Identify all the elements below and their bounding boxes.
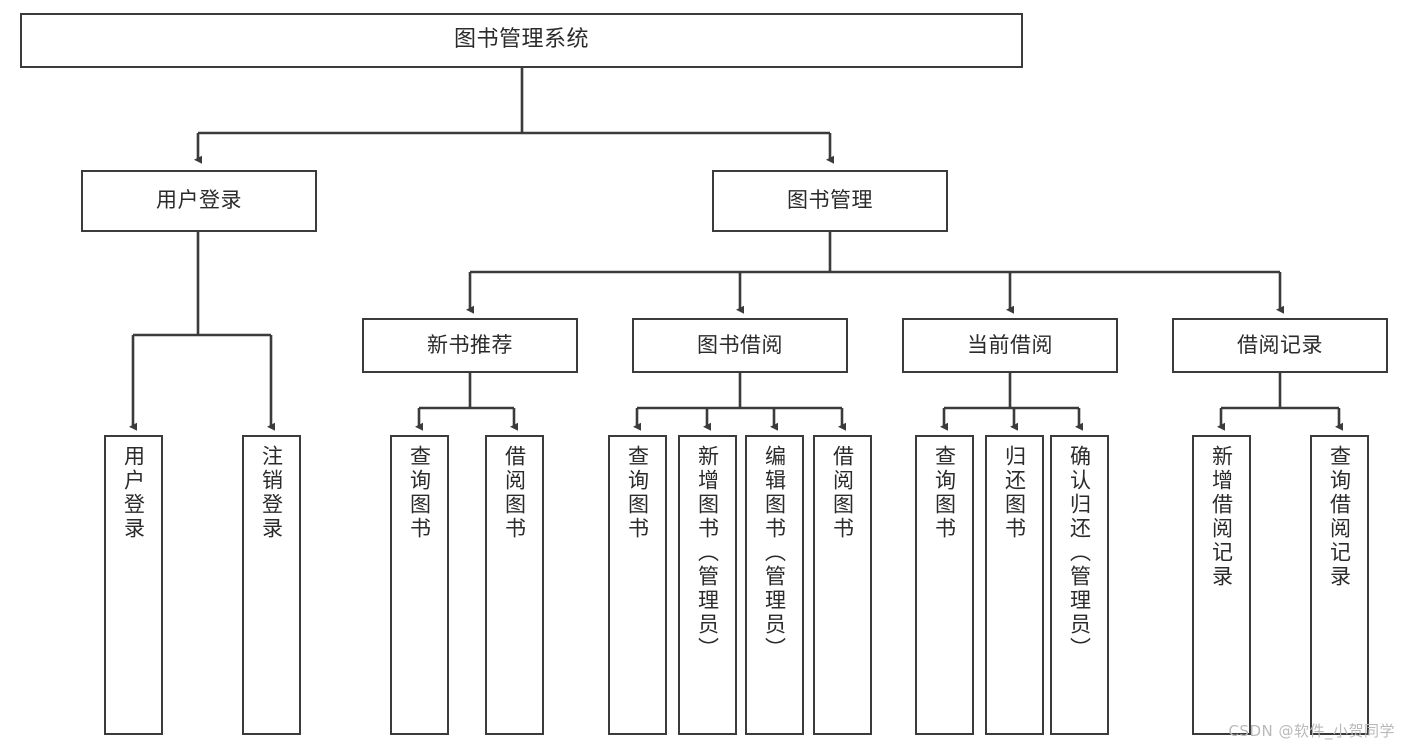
- leaf-borrow-book-2[interactable]: 借阅图书: [813, 435, 872, 735]
- leaf-query-book-3[interactable]: 查询图书: [915, 435, 974, 735]
- leaf-query-book-1-label: 查询图书: [407, 445, 432, 541]
- leaf-query-book-1[interactable]: 查询图书: [390, 435, 449, 735]
- leaf-borrow-book-1[interactable]: 借阅图书: [485, 435, 544, 735]
- leaf-user-login[interactable]: 用户登录: [104, 435, 163, 735]
- node-current-borrow[interactable]: 当前借阅: [902, 318, 1118, 373]
- watermark: CSDN @软件_小贺同学: [1228, 722, 1395, 740]
- leaf-edit-book[interactable]: 编辑图书（管理员）: [745, 435, 804, 735]
- leaf-logout-login[interactable]: 注销登录: [242, 435, 301, 735]
- leaf-borrow-book-2-label: 借阅图书: [830, 445, 855, 541]
- leaf-query-book-2[interactable]: 查询图书: [608, 435, 667, 735]
- node-root[interactable]: 图书管理系统: [20, 13, 1023, 68]
- leaf-edit-book-label: 编辑图书（管理员）: [762, 445, 787, 661]
- node-book-manage[interactable]: 图书管理: [712, 170, 948, 232]
- node-borrow-record[interactable]: 借阅记录: [1172, 318, 1388, 373]
- leaf-user-login-label: 用户登录: [121, 445, 146, 541]
- leaf-add-book-label: 新增图书（管理员）: [695, 445, 720, 661]
- node-new-book-recommend-label: 新书推荐: [427, 332, 513, 357]
- node-user-login[interactable]: 用户登录: [81, 170, 317, 232]
- leaf-confirm-return[interactable]: 确认归还（管理员）: [1050, 435, 1109, 735]
- leaf-add-record-label: 新增借阅记录: [1209, 445, 1234, 589]
- leaf-return-book[interactable]: 归还图书: [985, 435, 1044, 735]
- node-current-borrow-label: 当前借阅: [967, 332, 1053, 357]
- node-book-manage-label: 图书管理: [787, 188, 873, 213]
- node-root-label: 图书管理系统: [453, 27, 589, 53]
- leaf-query-record-label: 查询借阅记录: [1327, 445, 1352, 589]
- node-book-borrow-label: 图书借阅: [697, 332, 783, 357]
- leaf-confirm-return-label: 确认归还（管理员）: [1067, 445, 1092, 661]
- node-book-borrow[interactable]: 图书借阅: [632, 318, 848, 373]
- node-user-login-label: 用户登录: [156, 188, 242, 213]
- leaf-return-book-label: 归还图书: [1002, 445, 1027, 541]
- leaf-add-record[interactable]: 新增借阅记录: [1192, 435, 1251, 735]
- leaf-query-book-2-label: 查询图书: [625, 445, 650, 541]
- leaf-query-book-3-label: 查询图书: [932, 445, 957, 541]
- leaf-add-book[interactable]: 新增图书（管理员）: [678, 435, 737, 735]
- node-borrow-record-label: 借阅记录: [1237, 332, 1323, 357]
- leaf-logout-login-label: 注销登录: [259, 445, 284, 541]
- node-new-book-recommend[interactable]: 新书推荐: [362, 318, 578, 373]
- leaf-borrow-book-1-label: 借阅图书: [502, 445, 527, 541]
- leaf-query-record[interactable]: 查询借阅记录: [1310, 435, 1369, 735]
